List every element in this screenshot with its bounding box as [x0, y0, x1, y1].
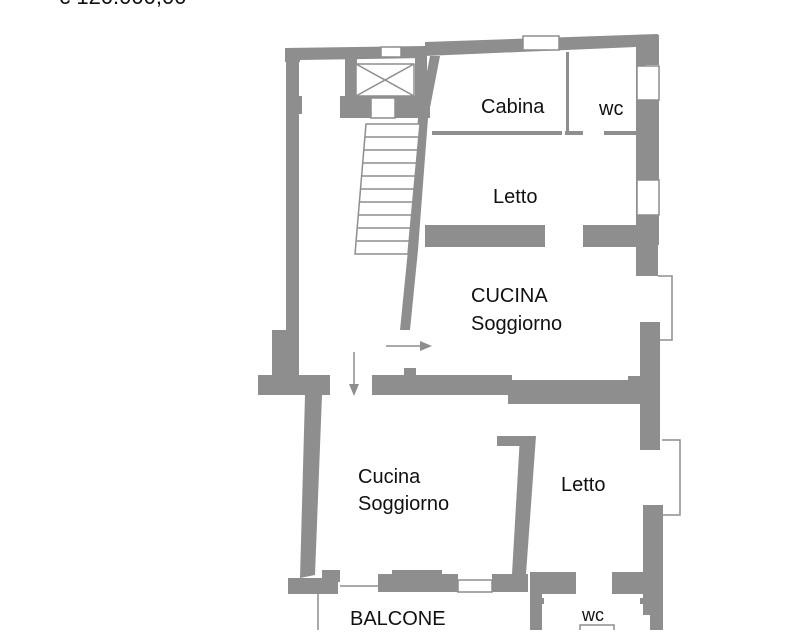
staircase	[354, 63, 421, 255]
room-wc-bottom: wc	[582, 605, 604, 625]
room-letto-top: Letto	[493, 186, 538, 208]
entrance-arrows	[349, 341, 432, 396]
room-cabina: Cabina	[481, 96, 545, 118]
walls	[258, 34, 663, 630]
room-balcone: BALCONE	[350, 608, 446, 630]
room-wc-top: wc	[599, 98, 624, 120]
room-letto-bottom: Letto	[561, 474, 606, 496]
windows	[317, 35, 681, 630]
room-cucina-bottom: Cucina	[358, 466, 421, 488]
room-cucina-top: CUCINA	[471, 285, 548, 307]
price-label: € 120.000,00	[58, 0, 186, 8]
room-soggiorno-top: Soggiorno	[471, 313, 563, 335]
room-soggiorno-bottom: Soggiorno	[358, 493, 450, 515]
